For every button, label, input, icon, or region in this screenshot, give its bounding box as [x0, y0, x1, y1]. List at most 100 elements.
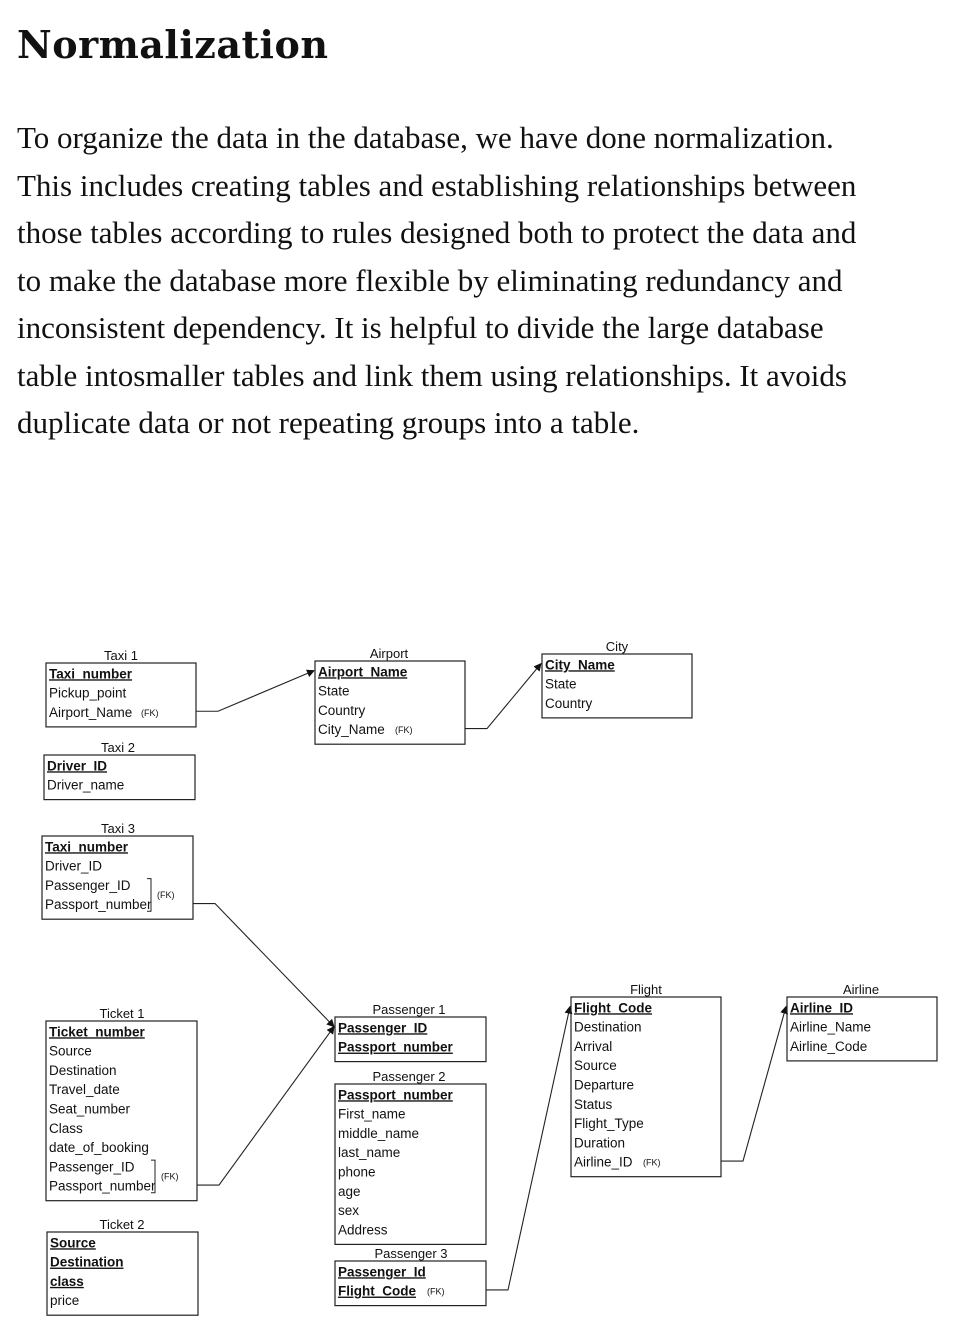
field-taxi-number: Taxi_number [49, 666, 133, 681]
field-country: Country [545, 696, 593, 711]
field-passenger-id: Passenger_ID [49, 1159, 135, 1174]
table-taxi2: Taxi 2 Driver_ID Driver_name [43, 740, 196, 801]
table-title: Taxi 1 [104, 648, 138, 663]
intro-paragraph: To organize the data in the database, we… [17, 114, 952, 447]
table-box [334, 1260, 487, 1307]
field-age: age [338, 1184, 361, 1199]
field-driver-id: Driver_ID [47, 758, 107, 773]
table-title: Passenger 2 [373, 1069, 446, 1084]
field-driver-name: Driver_name [47, 778, 124, 793]
intro-line: to make the database more flexible by el… [17, 262, 843, 298]
intro-line: duplicate data or not repeating groups i… [17, 405, 640, 440]
field-passport-number: Passport_number [338, 1087, 454, 1102]
field-class: Class [49, 1121, 83, 1136]
field-status: Status [574, 1097, 613, 1112]
fk-label: (FK) [395, 725, 413, 735]
field-first-name: First_name [338, 1107, 406, 1122]
fk-label: (FK) [643, 1158, 661, 1168]
field-duration: Duration [574, 1135, 625, 1150]
field-flight-type: Flight_Type [574, 1116, 644, 1131]
table-box [334, 1083, 487, 1245]
field-source: Source [49, 1044, 92, 1059]
intro-line: To organize the data in the database, we… [17, 120, 834, 155]
field-state: State [545, 677, 577, 692]
field-travel-date: Travel_date [49, 1082, 120, 1097]
table-flight: FlightFlight_CodeDestinationArrivalSourc… [570, 982, 722, 1178]
field-passport-number: Passport_number [49, 1179, 156, 1194]
field-passport-number: Passport_number [45, 897, 152, 912]
field-passenger-id: Passenger_Id [338, 1264, 426, 1279]
table-box [334, 1016, 487, 1063]
table-title: City [606, 639, 629, 654]
field-source: Source [574, 1058, 617, 1073]
fk-label: (FK) [141, 708, 159, 718]
table-box [314, 660, 466, 745]
field-destination: Destination [574, 1020, 642, 1035]
field-airline-id: Airline_ID [790, 1000, 853, 1015]
table-box [41, 835, 194, 920]
table-airport: AirportAirport_NameStateCountryCity_Name… [314, 646, 466, 745]
field-airport-name: Airport_Name [318, 664, 408, 679]
table-title: Taxi 2 [101, 740, 135, 755]
fk-label: (FK) [161, 1171, 179, 1181]
field-date-of-booking: date_of_booking [49, 1140, 149, 1155]
field-phone: phone [338, 1165, 376, 1180]
field-passenger-id: Passenger_ID [45, 878, 131, 893]
field-departure: Departure [574, 1078, 634, 1093]
field-price: price [50, 1293, 79, 1308]
field-passport-number: Passport_number [338, 1040, 454, 1055]
field-destination: Destination [50, 1255, 124, 1270]
table-taxi3: Taxi 3Taxi_numberDriver_IDPassenger_IDPa… [41, 821, 194, 920]
field-destination: Destination [49, 1063, 117, 1078]
table-title: Ticket 2 [99, 1217, 144, 1232]
relationship-line-ticket1-passenger1 [197, 1025, 335, 1186]
table-box [570, 996, 722, 1178]
table-box [43, 754, 196, 801]
field-taxi-number: Taxi_number [45, 839, 129, 854]
table-title: Passenger 3 [375, 1246, 448, 1261]
field-state: State [318, 684, 350, 699]
field-flight-code: Flight_Code [574, 1000, 652, 1015]
relationship-line-flight-airline [721, 1005, 788, 1162]
field-airline-code: Airline_Code [790, 1039, 867, 1054]
field-seat-number: Seat_number [49, 1102, 131, 1117]
intro-line: those tables according to rules designed… [17, 215, 857, 250]
field-passenger-id: Passenger_ID [338, 1020, 428, 1035]
intro-line: table intosmaller tables and link them u… [17, 357, 847, 393]
table-box [45, 1020, 198, 1202]
field-source: Source [50, 1235, 96, 1250]
fk-label: (FK) [427, 1287, 445, 1297]
field-driver-id: Driver_ID [45, 859, 102, 874]
table-box [786, 996, 938, 1062]
field-airport-name: Airport_Name [49, 705, 132, 720]
fk-label: (FK) [157, 890, 175, 900]
table-title: Airline [843, 982, 879, 997]
table-box [45, 662, 197, 728]
field-arrival: Arrival [574, 1039, 612, 1054]
relationship-line-airport-city [465, 662, 542, 730]
field-airline-id: Airline_ID [574, 1155, 633, 1170]
fk-bracket: (FK) [147, 878, 175, 912]
table-ticket1: Ticket 1 Ticket_numberSourceDestinationTr… [45, 1006, 198, 1202]
table-title: Ticket 1 [99, 1006, 144, 1021]
table-title: Airport [370, 646, 409, 661]
intro-line: inconsistent dependency. It is helpful t… [17, 310, 824, 345]
field-city-name: City_Name [318, 722, 385, 737]
page-title: Normalization [17, 22, 329, 67]
field-last-name: last_name [338, 1145, 400, 1160]
table-passenger2: Passenger 2Passport_numberFirst_namemidd… [334, 1069, 487, 1245]
field-country: Country [318, 703, 366, 718]
field-airline-name: Airline_Name [790, 1020, 871, 1035]
table-box [46, 1231, 199, 1316]
table-title: Passenger 1 [373, 1002, 446, 1017]
field-class: class [50, 1274, 84, 1289]
field-flight-code: Flight_Code [338, 1284, 416, 1299]
table-title: Flight [630, 982, 662, 997]
field-ticket-number: Ticket_number [49, 1024, 146, 1039]
field-address: Address [338, 1222, 388, 1237]
